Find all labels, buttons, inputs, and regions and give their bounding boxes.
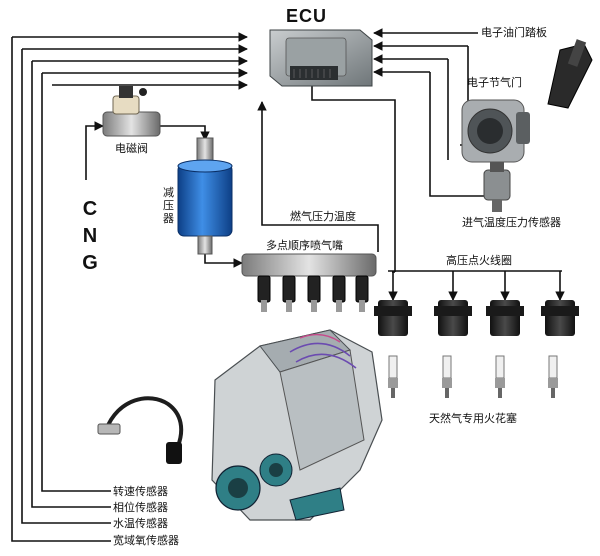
right-signal-lines [373,28,485,197]
gas-pressure-temp-line [257,101,379,252]
signal-line-phase [31,61,111,508]
electronic-throttle [461,99,530,163]
speed-sensor-label: 转速传感器 [113,485,168,498]
injector-rail [241,253,377,312]
spark-plug [388,355,398,398]
ecu-output-lines [257,86,565,301]
injector-rail-label: 多点顺序喷气嘴 [266,239,343,252]
ignition-coils [374,300,579,336]
wideband-oxygen-sensor-label: 宽域氧传感器 [113,534,179,547]
signal-line-speed [41,73,111,492]
intake-sensor-label: 进气温度压力传感器 [462,216,561,229]
cng-letter: N [82,225,98,247]
gas-pressure-temp-label: 燃气压力温度 [290,210,356,223]
intake-sensor [483,162,511,212]
spark-plug [495,355,505,398]
ecu-title: ECU [286,6,328,26]
spark-plugs [388,355,558,398]
wideband-oxygen-sensor [97,396,184,464]
ignition-coils-label: 高压点火线圈 [446,254,512,267]
engine-block [211,329,383,521]
cng-label: C N G [80,196,100,277]
electronic-throttle-label: 电子节气门 [467,76,522,89]
intake-line [429,72,485,197]
phase-sensor-label: 相位传感器 [113,501,168,514]
accelerator-pedal [547,39,593,109]
ignition-coil [434,300,472,336]
ignition-coil [374,300,412,336]
ecu-unit [269,29,373,87]
pressure-reducer [177,137,233,255]
ignition-coil [486,300,524,336]
spark-plugs-label: 天然气专用火花塞 [429,412,517,425]
signal-line-lambda [11,37,111,542]
cng-letter: G [82,252,98,274]
sensor-signal-lines [11,32,248,542]
solenoid-valve [102,86,161,137]
pressure-reducer-label: 减压器 [163,186,174,225]
cng-letter: C [82,198,98,220]
ignition-coil [541,300,579,336]
signal-line-water [21,49,111,524]
spark-plug [548,355,558,398]
solenoid-valve-label: 电磁阀 [115,142,148,155]
water-temp-sensor-label: 水温传感器 [113,517,168,530]
spark-plug [442,355,452,398]
accelerator-pedal-label: 电子油门踏板 [481,26,547,39]
